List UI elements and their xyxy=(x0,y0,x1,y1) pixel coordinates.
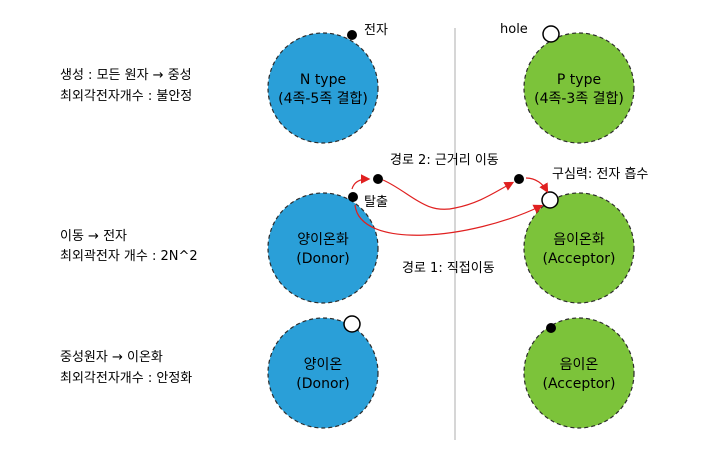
donor-hole-marker xyxy=(343,315,361,333)
path2-label: 경로 2: 근거리 이동 xyxy=(390,153,499,168)
path2-electron-start-dot xyxy=(373,174,383,184)
electron-label: 전자 xyxy=(364,23,388,38)
note-movement: 이동 → 전자 xyxy=(60,229,127,244)
note-outer-electron-unstable: 최외각전자개수 : 불안정 xyxy=(60,89,192,104)
note-outer-electron-stable: 최외각전자개수 : 안정화 xyxy=(60,371,192,386)
path1-label: 경로 1: 직접이동 xyxy=(402,261,495,276)
note-generation: 생성 : 모든 원자 → 중성 xyxy=(60,68,192,83)
svg-text:P type: P type xyxy=(557,72,601,88)
svg-text:(Acceptor): (Acceptor) xyxy=(543,251,616,267)
svg-text:(Acceptor): (Acceptor) xyxy=(543,376,616,392)
n-type-atom: N type (4족-5족 결합) xyxy=(267,32,379,144)
attraction-label: 구심력: 전자 흡수 xyxy=(552,167,648,182)
path2-arrow xyxy=(382,179,515,210)
hole-marker xyxy=(542,25,560,43)
svg-text:(Donor): (Donor) xyxy=(296,376,349,392)
n-ion-donor: 양이온 (Donor) xyxy=(267,317,379,429)
p-ionized-acceptor: 음이온화 (Acceptor) xyxy=(523,192,635,304)
n-ionized-donor: 양이온화 (Donor) xyxy=(267,192,379,304)
p-type-atom: P type (4족-3족 결합) xyxy=(523,32,635,144)
acceptor-electron-dot xyxy=(546,323,556,333)
path1-arrow xyxy=(354,204,544,236)
svg-text:음이온: 음이온 xyxy=(560,357,599,373)
escape-arrow xyxy=(351,174,371,190)
svg-text:양이온화: 양이온화 xyxy=(297,232,349,248)
svg-text:음이온화: 음이온화 xyxy=(553,232,605,248)
note-outer-electron-count: 최외곽전자 개수 : 2N^2 xyxy=(60,249,198,264)
electron-dot xyxy=(347,30,357,40)
p-ion-acceptor: 음이온 (Acceptor) xyxy=(523,317,635,429)
attraction-arrow xyxy=(525,177,549,194)
escape-label: 탈출 xyxy=(364,195,388,210)
escaping-electron-dot xyxy=(348,192,358,202)
path2-electron-end-dot xyxy=(514,174,524,184)
svg-text:(Donor): (Donor) xyxy=(296,251,349,267)
svg-text:N type: N type xyxy=(300,72,346,88)
note-ionization: 중성원자 → 이온화 xyxy=(60,350,163,365)
hole-label: hole xyxy=(500,22,528,37)
acceptor-hole-marker xyxy=(541,191,559,209)
svg-text:(4족-5족 결합): (4족-5족 결합) xyxy=(278,91,368,107)
svg-text:(4족-3족 결합): (4족-3족 결합) xyxy=(534,91,624,107)
svg-text:양이온: 양이온 xyxy=(304,357,343,373)
